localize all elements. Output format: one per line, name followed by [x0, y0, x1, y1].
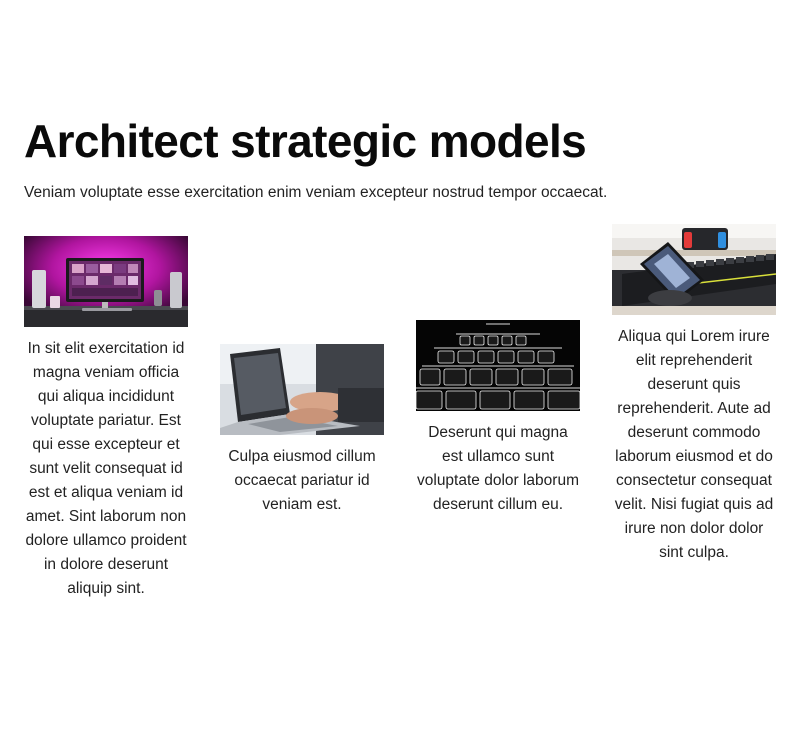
card-text: In sit elit exercitation id magna veniam…	[25, 340, 187, 597]
page-title: Architect strategic models	[24, 115, 587, 167]
laptop-typing-image	[220, 344, 384, 435]
page-subtitle: Veniam voluptate esse exercitation enim …	[24, 184, 608, 201]
card-text: Deserunt qui magna est ullamco sunt volu…	[417, 424, 579, 513]
feature-card: Culpa eiusmod cillum occaecat pariatur i…	[220, 344, 384, 517]
feature-card: In sit elit exercitation id magna veniam…	[24, 236, 188, 601]
desk-setup-image	[24, 236, 188, 327]
card-text: Aliqua qui Lorem irure elit reprehenderi…	[614, 328, 774, 561]
feature-card: Aliqua qui Lorem irure elit reprehenderi…	[612, 224, 776, 565]
feature-card: Deserunt qui magna est ullamco sunt volu…	[416, 320, 580, 517]
card-text: Culpa eiusmod cillum occaecat pariatur i…	[228, 448, 376, 513]
phone-keyboard-image	[612, 224, 776, 315]
keyboard-image	[416, 320, 580, 411]
